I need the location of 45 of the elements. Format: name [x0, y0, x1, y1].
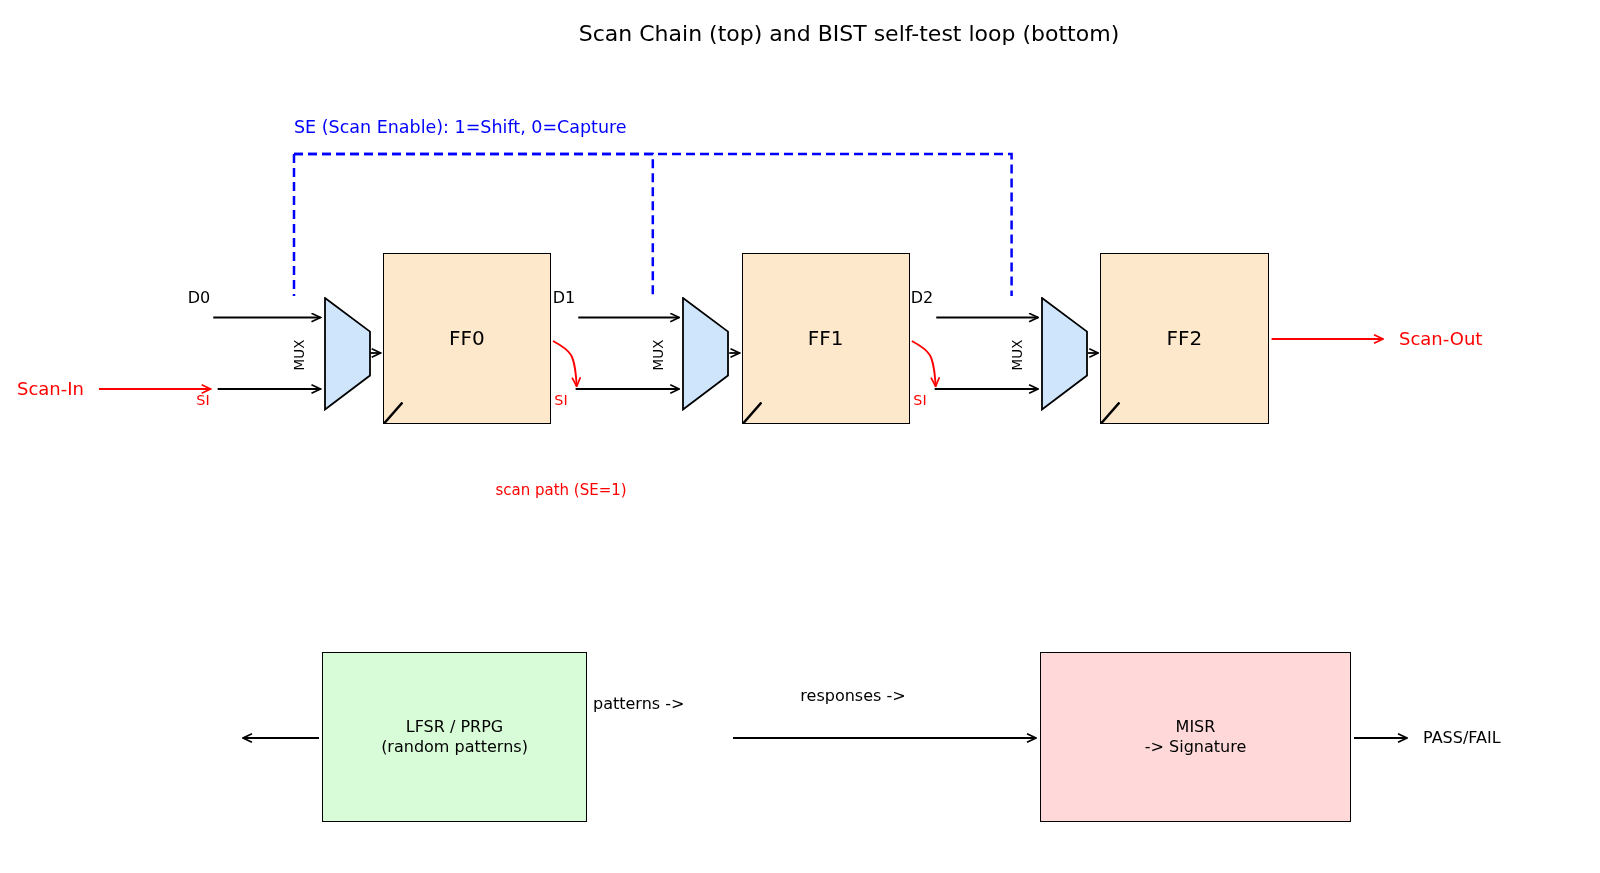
dashed-line — [294, 152, 1013, 296]
arrow — [1087, 347, 1100, 359]
arrow — [732, 732, 1037, 744]
arrow — [1270, 333, 1384, 345]
arrow — [574, 383, 681, 395]
arrow — [577, 312, 681, 323]
signal-label: D0 — [187, 288, 211, 308]
block-label: FF2 — [1166, 326, 1203, 351]
multiplexer-trapezoid — [323, 297, 371, 411]
annotation-label: patterns -> — [593, 694, 685, 714]
arrow — [935, 312, 1039, 323]
multiplexer-trapezoid — [1041, 297, 1089, 411]
flip-flop-box — [382, 253, 551, 424]
process-box: MISR -> Signature — [1040, 652, 1351, 822]
signal-label: D1 — [552, 288, 576, 308]
arrow — [933, 383, 1039, 395]
flip-flop-box — [1100, 253, 1269, 424]
block-label: FF0 — [448, 326, 485, 351]
mux-label: MUX — [649, 339, 666, 371]
port-label: Scan-In — [17, 378, 84, 400]
signal-label: SI — [554, 392, 568, 410]
arrow — [1353, 732, 1408, 744]
process-box: LFSR / PRPG (random patterns) — [322, 652, 587, 822]
arrow — [369, 347, 382, 359]
annotation-label: scan path (SE=1) — [495, 481, 627, 499]
arrow — [212, 312, 322, 323]
block-label: FF1 — [807, 326, 844, 351]
dashed-line — [292, 152, 296, 296]
output-label: PASS/FAIL — [1423, 728, 1501, 748]
signal-label: D2 — [910, 288, 934, 308]
arrow — [98, 383, 212, 395]
arrow — [216, 383, 322, 395]
signal-label: SI — [196, 392, 210, 410]
flip-flop-box — [741, 253, 910, 424]
multiplexer-trapezoid — [682, 297, 730, 411]
diagram-title: Scan Chain (top) and BIST self-test loop (bottom) — [578, 20, 1120, 48]
arrow — [910, 340, 941, 388]
arrow — [242, 732, 320, 744]
mux-label: MUX — [1008, 339, 1025, 371]
mux-label: MUX — [290, 339, 308, 371]
signal-label: SI — [913, 392, 927, 410]
arrow — [552, 340, 582, 388]
arrow — [728, 347, 741, 359]
signal-label: SE (Scan Enable): 1=Shift, 0=Capture — [294, 116, 627, 138]
port-label: Scan-Out — [1399, 328, 1483, 350]
